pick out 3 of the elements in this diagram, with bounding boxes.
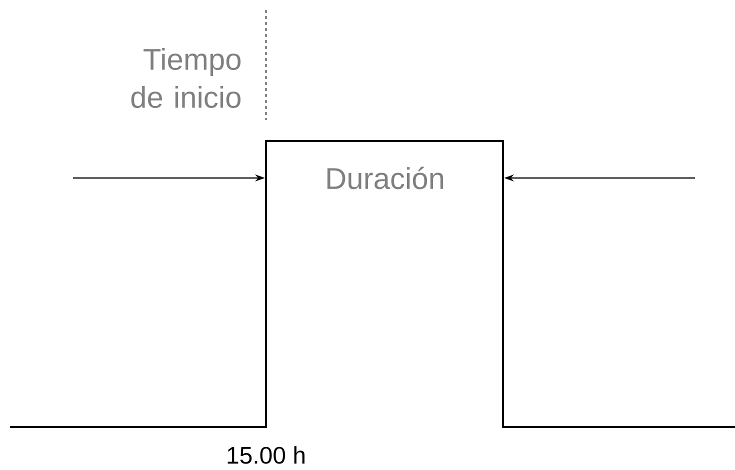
label: Duración <box>327 166 444 190</box>
label: 15.00 h <box>228 446 304 464</box>
label: Tiempo de inicio <box>131 48 241 108</box>
